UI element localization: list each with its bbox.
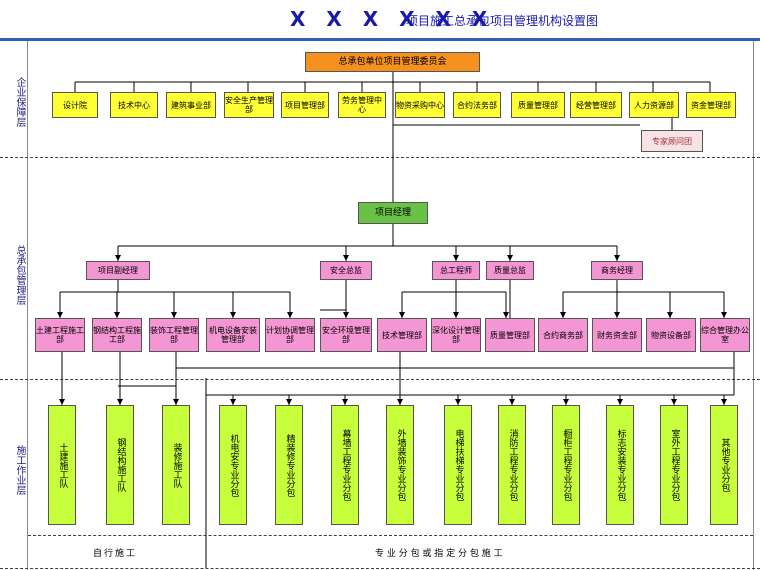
left-border: [27, 41, 28, 570]
committee-box: 总承包单位项目管理委员会: [305, 52, 480, 72]
header-divider: [0, 38, 760, 41]
dept-box: 技术管理部: [377, 318, 427, 352]
expert-group-box: 专家顾问团: [641, 130, 703, 152]
dept-box: 计划协调管理部: [265, 318, 315, 352]
dept-box: 综合管理办公室: [700, 318, 750, 352]
support-dept: 合约法务部: [453, 92, 501, 118]
sub-team-box: 精装修专业分包: [275, 405, 303, 525]
support-dept: 项目管理部: [281, 92, 329, 118]
dept-box: 深化设计管理部: [431, 318, 481, 352]
support-dept: 人力资源部: [629, 92, 679, 118]
dept-box: 土建工程施工部: [35, 318, 85, 352]
business-manager-box: 商务经理: [591, 261, 643, 280]
support-dept: 建筑事业部: [166, 92, 216, 118]
self-team-box: 土建施工队: [48, 405, 76, 525]
self-team-box: 钢结构施工队: [106, 405, 134, 525]
layer-general-label: 总承包管理层: [14, 245, 25, 305]
dept-box: 合约商务部: [538, 318, 588, 352]
support-dept: 劳务管理中心: [338, 92, 386, 118]
chief-engineer-box: 总工程师: [432, 261, 480, 280]
dept-box: 机电设备安装管理部: [206, 318, 260, 352]
page-title: 项目施工总承包项目管理机构设置图: [406, 14, 599, 28]
sub-team-box: 其他专业分包: [710, 405, 738, 525]
sub-team-box: 室外工程专业分包: [660, 405, 688, 525]
right-border: [753, 41, 754, 570]
sub-team-box: 标志安装专业分包: [606, 405, 634, 525]
safety-director-box: 安全总监: [320, 261, 372, 280]
project-manager-box: 项目经理: [358, 202, 428, 224]
sub-team-box: 消防工程专业分包: [498, 405, 526, 525]
self-team-box: 装修施工队: [162, 405, 190, 525]
header: X X X X X X 项目施工总承包项目管理机构设置图: [0, 0, 760, 40]
support-dept: 经营管理部: [570, 92, 622, 118]
dept-box: 安全环境管理部: [320, 318, 372, 352]
dept-box: 物资设备部: [646, 318, 696, 352]
support-dept: 安全生产管理部: [224, 92, 274, 118]
dept-box: 财务资金部: [592, 318, 642, 352]
sub-team-box: 电梯扶梯专业分包: [444, 405, 472, 525]
layer-enterprise-label: 企业保障层: [14, 77, 25, 127]
bottom-border: [0, 568, 760, 569]
deputy-pm-box: 项目副经理: [86, 261, 150, 280]
title-marks: X X X X X X: [290, 7, 495, 31]
quality-director-box: 质量总监: [486, 261, 534, 280]
dept-box: 钢结构工程施工部: [92, 318, 142, 352]
support-dept: 资金管理部: [686, 92, 736, 118]
sub-team-box: 机电安专业分包: [219, 405, 247, 525]
sub-team-box: 橱柜工程专业分包: [552, 405, 580, 525]
dept-box: 装饰工程管理部: [149, 318, 199, 352]
layer-divider-3: [28, 535, 753, 536]
subcontract-label: 专 业 分 包 或 指 定 分 包 施 工: [375, 549, 503, 559]
dept-box: 质量管理部: [485, 318, 535, 352]
sub-team-box: 幕墙工程专业分包: [331, 405, 359, 525]
layer-construction-label: 施工作业层: [14, 445, 25, 495]
support-dept: 设计院: [52, 92, 98, 118]
support-dept: 技术中心: [110, 92, 158, 118]
layer-divider-2: [0, 379, 760, 380]
sub-team-box: 外墙装饰专业分包: [386, 405, 414, 525]
support-dept: 物资采购中心: [395, 92, 445, 118]
support-dept: 质量管理部: [511, 92, 565, 118]
self-construction-label: 自行施工: [93, 549, 138, 559]
layer-divider-1: [0, 157, 760, 158]
